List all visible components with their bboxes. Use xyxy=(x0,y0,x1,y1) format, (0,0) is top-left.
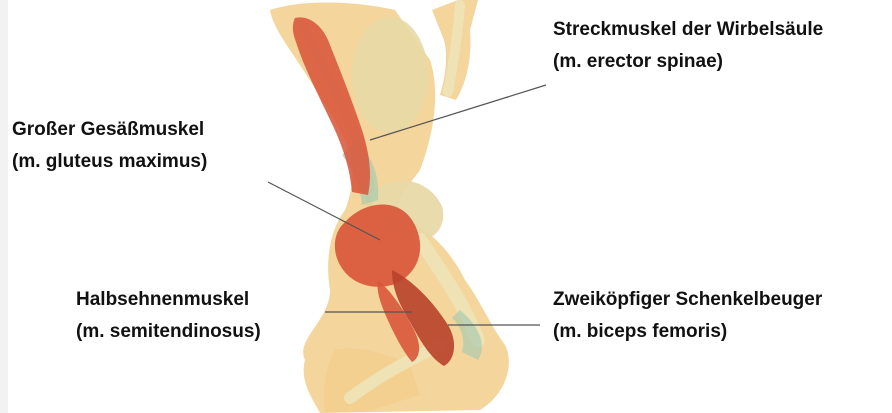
label-gluteus-maximus-german: Großer Gesäßmuskel xyxy=(12,114,207,146)
label-gluteus-maximus: Großer Gesäßmuskel (m. gluteus maximus) xyxy=(12,114,207,178)
label-biceps-femoris-latin: (m. biceps femoris) xyxy=(553,316,822,348)
rib-cage-bone xyxy=(352,17,428,133)
label-biceps-femoris: Zweiköpfiger Schenkelbeuger (m. biceps f… xyxy=(553,284,822,348)
label-semitendinosus-latin: (m. semitendinosus) xyxy=(76,316,261,348)
label-semitendinosus-german: Halbsehnenmuskel xyxy=(76,284,261,316)
label-erector-spinae: Streckmuskel der Wirbelsäule (m. erector… xyxy=(553,14,823,78)
label-erector-spinae-latin: (m. erector spinae) xyxy=(553,46,823,78)
label-semitendinosus: Halbsehnenmuskel (m. semitendinosus) xyxy=(76,284,261,348)
label-biceps-femoris-german: Zweiköpfiger Schenkelbeuger xyxy=(553,284,822,316)
label-gluteus-maximus-latin: (m. gluteus maximus) xyxy=(12,146,207,178)
label-erector-spinae-german: Streckmuskel der Wirbelsäule xyxy=(553,14,823,46)
